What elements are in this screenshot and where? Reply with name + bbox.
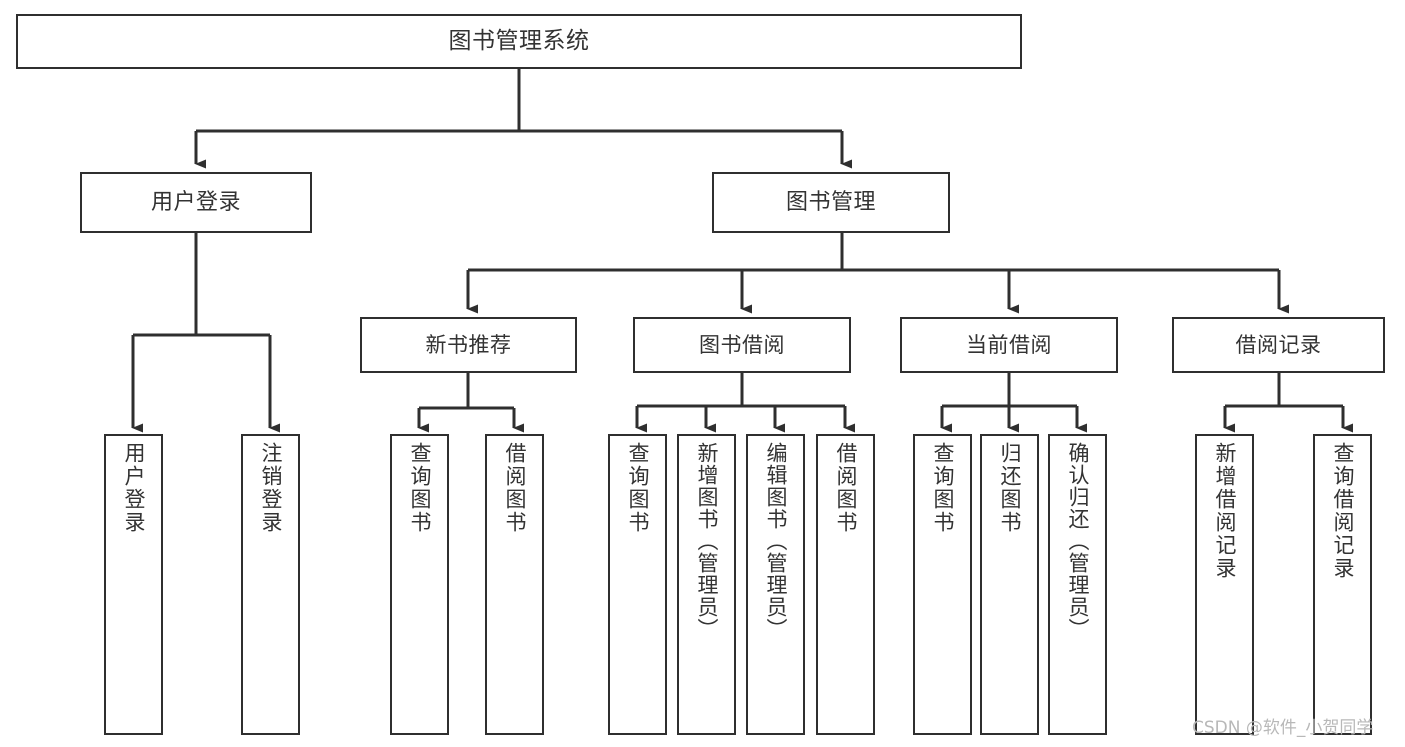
node-label: 借阅记录	[1235, 332, 1322, 357]
node-label: 查询图书	[626, 442, 650, 534]
leaf-logout-login[interactable]: 注销登录	[241, 434, 300, 735]
node-label: 借阅图书	[503, 442, 527, 534]
node-book-borrow[interactable]: 图书借阅	[633, 317, 851, 373]
node-label: 新增图书（管理员）	[695, 442, 719, 640]
node-label: 确认归还（管理员）	[1066, 442, 1090, 640]
node-current-borrow[interactable]: 当前借阅	[900, 317, 1118, 373]
leaf-query-book-borrow[interactable]: 查询图书	[608, 434, 667, 735]
leaf-borrow-book-borrow[interactable]: 借阅图书	[816, 434, 875, 735]
node-label: 图书管理系统	[448, 27, 590, 54]
node-label: 图书管理	[785, 189, 876, 215]
node-new-book-recommend[interactable]: 新书推荐	[360, 317, 577, 373]
node-label: 注销登录	[259, 442, 283, 534]
node-label: 编辑图书（管理员）	[764, 442, 788, 640]
node-label: 新增借阅记录	[1213, 442, 1237, 580]
leaf-query-book-current[interactable]: 查询图书	[913, 434, 972, 735]
leaf-query-book-new[interactable]: 查询图书	[390, 434, 449, 735]
leaf-add-borrow-record[interactable]: 新增借阅记录	[1195, 434, 1254, 735]
node-label: 归还图书	[998, 442, 1022, 534]
node-label: 借阅图书	[834, 442, 858, 534]
leaf-return-book[interactable]: 归还图书	[980, 434, 1039, 735]
node-book-manage[interactable]: 图书管理	[712, 172, 950, 233]
node-borrow-record[interactable]: 借阅记录	[1172, 317, 1385, 373]
node-label: 查询图书	[931, 442, 955, 534]
leaf-add-book-admin[interactable]: 新增图书（管理员）	[677, 434, 736, 735]
leaf-query-borrow-record[interactable]: 查询借阅记录	[1313, 434, 1372, 735]
node-root-book-management-system[interactable]: 图书管理系统	[16, 14, 1022, 69]
csdn-watermark: CSDN @软件_小贺同学	[1192, 718, 1374, 738]
node-label: 新书推荐	[425, 332, 512, 357]
node-label: 当前借阅	[966, 332, 1052, 357]
leaf-user-login[interactable]: 用户登录	[104, 434, 163, 735]
node-label: 查询图书	[408, 442, 432, 534]
node-label: 图书借阅	[699, 332, 785, 357]
leaf-borrow-book-new[interactable]: 借阅图书	[485, 434, 544, 735]
node-label: 用户登录	[150, 189, 241, 215]
node-label: 用户登录	[122, 442, 146, 534]
leaf-edit-book-admin[interactable]: 编辑图书（管理员）	[746, 434, 805, 735]
node-label: 查询借阅记录	[1331, 442, 1355, 580]
node-user-login[interactable]: 用户登录	[80, 172, 312, 233]
leaf-confirm-return-admin[interactable]: 确认归还（管理员）	[1048, 434, 1107, 735]
